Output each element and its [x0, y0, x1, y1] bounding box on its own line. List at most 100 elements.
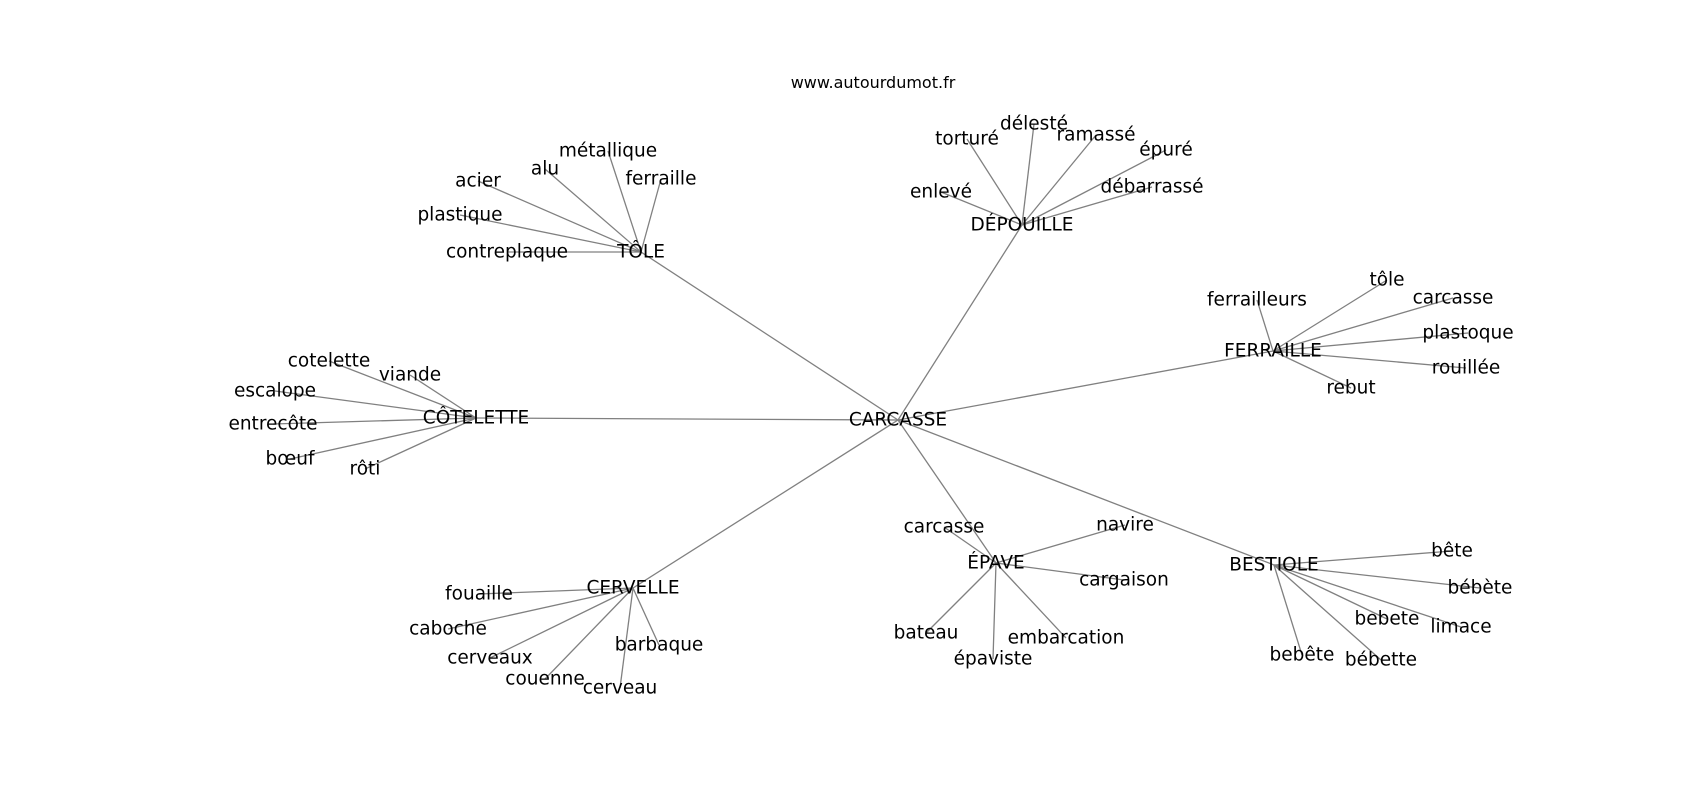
leaf-node[interactable]: limace	[1430, 617, 1491, 638]
graph-edges	[272, 123, 1481, 689]
leaf-node[interactable]: rouillée	[1432, 358, 1500, 379]
leaf-node[interactable]: métallique	[559, 141, 657, 162]
leaf-node[interactable]: cargaison	[1079, 570, 1169, 591]
edge-epave-leaf	[995, 524, 1126, 564]
leaf-node[interactable]: bebête	[1270, 645, 1335, 666]
leaf-node[interactable]: bateau	[894, 623, 959, 644]
edge-epave-leaf	[995, 562, 1067, 639]
hub-node-cotelette[interactable]: CÔTELETTE	[423, 407, 529, 429]
edge-cotelette-leaf	[274, 390, 477, 419]
leaf-node[interactable]: plastoque	[1422, 323, 1513, 344]
edge-ferraille-leaf	[1272, 350, 1467, 369]
edge-depouille-leaf	[1021, 123, 1035, 226]
leaf-node[interactable]: ferrailleurs	[1207, 290, 1307, 311]
hub-node-ferraille[interactable]: FERRAILLE	[1224, 341, 1322, 362]
leaf-node[interactable]: contreplaque	[446, 242, 568, 263]
edge-center-cotelette	[475, 417, 899, 421]
edge-bestiole-leaf	[1273, 564, 1303, 656]
leaf-node[interactable]: bébette	[1345, 650, 1417, 671]
edge-bestiole-leaf	[1273, 550, 1453, 566]
leaf-node[interactable]: bebete	[1355, 609, 1420, 630]
leaf-node[interactable]: bête	[1431, 541, 1473, 562]
leaf-node[interactable]: caboche	[409, 619, 487, 640]
leaf-node[interactable]: rebut	[1326, 378, 1375, 399]
edge-cervelle-leaf	[632, 587, 660, 646]
edge-cervelle-leaf	[489, 587, 634, 659]
edge-bestiole-leaf	[1273, 564, 1462, 628]
edge-center-epave	[897, 419, 997, 564]
hub-node-cervelle[interactable]: CERVELLE	[586, 578, 679, 599]
edge-ferraille-leaf	[1272, 350, 1352, 389]
edge-cotelette-leaf	[364, 417, 477, 470]
leaf-node[interactable]: fouaille	[445, 584, 513, 605]
leaf-node[interactable]: carcasse	[1413, 288, 1494, 309]
leaf-node[interactable]: épuré	[1139, 140, 1192, 161]
edge-ferraille-leaf	[1272, 332, 1469, 352]
hub-node-epave[interactable]: ÉPAVE	[967, 552, 1024, 574]
edge-bestiole-leaf	[1273, 564, 1382, 661]
edge-cotelette-leaf	[289, 417, 477, 460]
leaf-node[interactable]: plastique	[417, 205, 502, 226]
leaf-node[interactable]: cotelette	[288, 351, 371, 372]
leaf-node[interactable]: enlevé	[910, 182, 972, 203]
edge-ferraille-leaf	[1272, 297, 1454, 352]
leaf-node[interactable]: embarcation	[1008, 628, 1125, 649]
leaf-node[interactable]: couenne	[505, 669, 584, 690]
edge-epave-leaf	[925, 562, 997, 634]
edge-epave-leaf	[992, 562, 997, 660]
edge-center-ferraille	[897, 350, 1274, 421]
leaf-node[interactable]: navire	[1096, 515, 1154, 536]
leaf-node[interactable]: carcasse	[904, 517, 985, 538]
edge-cervelle-leaf	[544, 587, 634, 680]
edge-depouille-leaf	[940, 191, 1023, 226]
hub-node-tole[interactable]: TÔLE	[616, 241, 665, 263]
edge-center-depouille	[897, 224, 1023, 421]
edge-cervelle-leaf	[478, 587, 634, 595]
leaf-node[interactable]: épaviste	[954, 649, 1033, 670]
leaf-node[interactable]: escalope	[234, 381, 316, 402]
leaf-node[interactable]: bébète	[1448, 578, 1513, 599]
edge-cotelette-leaf	[409, 374, 477, 419]
leaf-node[interactable]: ferraille	[626, 169, 697, 190]
leaf-node[interactable]: cerveau	[583, 678, 658, 699]
edge-center-tole	[640, 251, 899, 421]
edge-bestiole-leaf	[1273, 564, 1388, 620]
leaf-node[interactable]: viande	[379, 365, 441, 386]
edge-center-cervelle	[632, 419, 899, 589]
leaf-node[interactable]: délesté	[1000, 114, 1068, 135]
leaf-node[interactable]: alu	[531, 159, 559, 180]
leaf-node[interactable]: cerveaux	[447, 648, 533, 669]
edge-depouille-leaf	[966, 138, 1023, 226]
leaf-node[interactable]: bœuf	[266, 449, 315, 470]
edge-depouille-leaf	[1021, 149, 1167, 226]
graph-labels: CARCASSE TÔLE contreplaque plastique acier al…	[228, 114, 1513, 699]
edge-tole-leaf	[477, 180, 642, 253]
leaf-node[interactable]: rôti	[350, 459, 381, 480]
leaf-node[interactable]: acier	[455, 171, 501, 192]
edge-tole-leaf	[640, 178, 662, 253]
edge-ferraille-leaf	[1256, 299, 1274, 352]
leaf-node[interactable]: tôle	[1369, 270, 1404, 291]
edge-cotelette-leaf	[272, 417, 477, 425]
edge-tole-leaf	[544, 168, 642, 253]
edge-epave-leaf	[943, 526, 997, 564]
edge-tole-leaf	[459, 214, 642, 253]
edge-tole-leaf	[607, 150, 642, 253]
leaf-node[interactable]: débarrassé	[1100, 177, 1203, 198]
hub-node-bestiole[interactable]: BESTIOLE	[1229, 555, 1318, 576]
hub-node-depouille[interactable]: DÉPOUILLE	[971, 214, 1074, 236]
edge-depouille-leaf	[1021, 186, 1153, 226]
edge-epave-leaf	[995, 562, 1125, 581]
edge-center-bestiole	[897, 419, 1275, 566]
edge-ferraille-leaf	[1272, 279, 1388, 352]
leaf-node[interactable]: barbaque	[615, 635, 704, 656]
leaf-node[interactable]: entrecôte	[228, 414, 317, 435]
site-credit: www.autourdumot.fr	[791, 73, 956, 92]
center-node[interactable]: CARCASSE	[849, 410, 947, 431]
leaf-node[interactable]: ramassé	[1057, 125, 1136, 146]
edge-depouille-leaf	[1021, 134, 1097, 226]
edge-cervelle-leaf	[447, 587, 634, 630]
leaf-node[interactable]: torturé	[935, 129, 999, 150]
edge-cervelle-leaf	[619, 587, 634, 689]
